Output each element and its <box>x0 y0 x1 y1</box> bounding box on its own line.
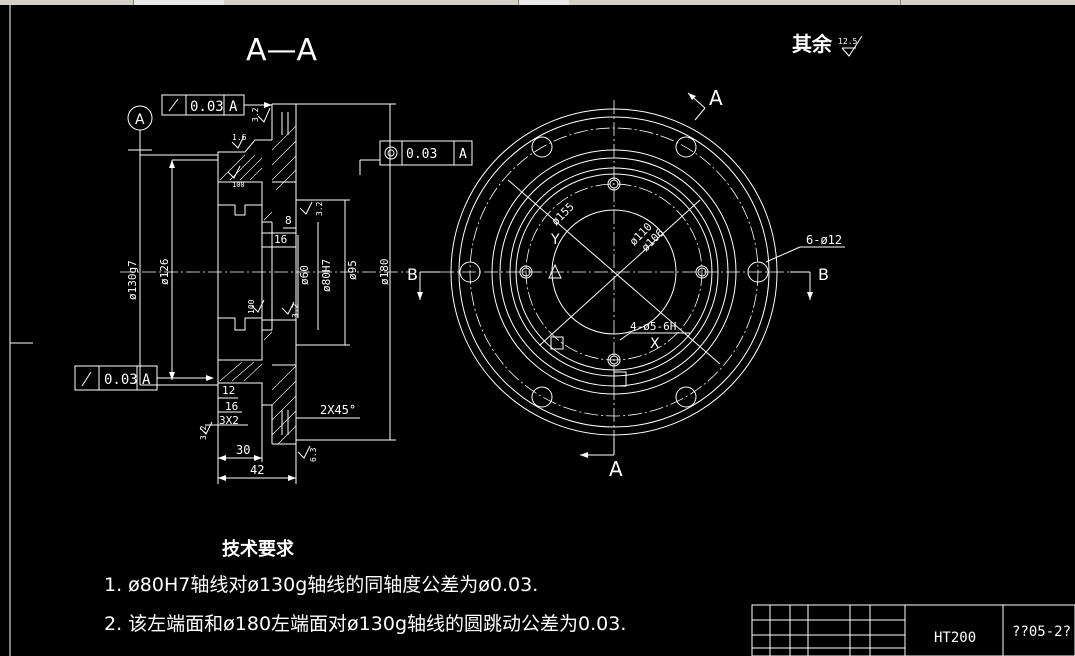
dim-d80: ø80H7 <box>320 259 333 292</box>
other-surfaces-label: 其余 <box>792 32 833 56</box>
fcf-conc-datum: A <box>459 147 467 162</box>
tech-req-title: 技术要求 <box>222 538 295 560</box>
dim-line-110 <box>539 199 701 346</box>
runout-icon-2 <box>81 371 92 387</box>
axis-y-label: Y <box>550 232 560 248</box>
fcf-runout-top: 0.03 A <box>161 94 272 116</box>
dim-chamfer: 2X45° <box>320 403 356 417</box>
roughness-symbols: 3.2 1.6 100 3.2 100 3.2 3.2 6.3 <box>199 107 324 462</box>
rough-63: 6.3 <box>309 447 318 462</box>
cad-drawing-canvas[interactable]: A—A A 0.03 A <box>0 5 1075 656</box>
axis-x-label: X <box>650 336 660 352</box>
cut-label-b-left: B <box>407 265 418 284</box>
part-outline <box>217 103 297 445</box>
dim-6-holes: 6-ø12 <box>806 233 842 247</box>
fcf-concentricity: 0.03 A <box>359 140 473 175</box>
dim-16a: 16 <box>274 233 287 246</box>
dim-3x2: 3X2 <box>219 414 239 427</box>
dim-42: 42 <box>250 463 264 477</box>
fcf-conc-tol: 0.03 <box>406 147 437 162</box>
dim-12: 12 <box>222 384 235 397</box>
fcf-runout-bottom: 0.03 A <box>74 365 214 391</box>
rough-32d: 3.2 <box>199 425 208 440</box>
dim-d95: ø95 <box>346 260 359 280</box>
concentricity-icon <box>384 146 398 160</box>
cut-label-a-top: A <box>709 86 723 110</box>
dim-8: 8 <box>285 214 292 227</box>
rough-32a: 3.2 <box>251 107 260 122</box>
title-block: HT200 ??05-2? <box>751 604 1075 656</box>
section-hatching <box>219 125 297 445</box>
rough-100b: 100 <box>247 299 256 314</box>
toolbar-fragment-2 <box>518 0 569 5</box>
section-view: A—A A 0.03 A <box>74 33 473 484</box>
dim-4-threads: 4-ø5-6H <box>630 320 676 333</box>
leader-holes <box>765 246 801 263</box>
roughness-symbol-icon <box>841 35 863 57</box>
fcf-top-tol: 0.03 <box>190 99 224 115</box>
technical-requirements: 技术要求 1. ø80H7轴线对ø130g轴线的同轴度公差为ø0.03. 2. … <box>104 538 626 635</box>
datum-letter: A <box>135 112 145 128</box>
other-roughness-value: 12.5 <box>838 37 857 46</box>
title-drawing-no: ??05-2? <box>1012 624 1071 640</box>
dim-d180: ø180 <box>378 259 391 286</box>
toolbar-divider <box>900 0 901 5</box>
tech-req-line2: 2. 该左端面和ø180左端面对ø130g轴线的圆跳动公差为0.03. <box>104 613 626 635</box>
fcf-bottom-datum: A <box>142 372 151 388</box>
diameter-dims: ø130g7 ø126 ø60 ø80H7 ø95 ø180 <box>126 103 396 441</box>
bolt-holes <box>459 136 769 408</box>
horizontal-dims: 8 16 12 16 3X2 30 42 2X45° <box>205 214 360 484</box>
square-feature <box>550 336 564 350</box>
rough-32c: 3.2 <box>291 303 300 318</box>
plan-view: A A B B ø155 ø110 ø106 6-ø12 4-ø5-6H X Y <box>407 86 845 481</box>
dim-155: ø155 <box>549 200 577 228</box>
dim-16b: 16 <box>225 400 238 413</box>
fcf-bottom-tol: 0.03 <box>104 372 138 388</box>
title-material: HT200 <box>934 630 976 646</box>
fcf-top-datum: A <box>229 99 238 115</box>
rough-32b: 3.2 <box>315 201 324 216</box>
window-top-strip <box>0 0 1075 5</box>
dim-d126: ø126 <box>158 259 171 286</box>
triangle-marker <box>548 263 562 279</box>
tech-req-line1: 1. ø80H7轴线对ø130g轴线的同轴度公差为ø0.03. <box>104 574 538 596</box>
dim-d130: ø130g7 <box>126 260 139 300</box>
runout-icon <box>168 98 179 112</box>
toolbar-fragment <box>133 0 224 5</box>
other-surfaces-note: 其余 12.5 <box>792 32 863 57</box>
dim-d60: ø60 <box>298 265 311 285</box>
rough-100a: 100 <box>232 181 245 189</box>
dim-30: 30 <box>236 443 250 457</box>
cut-label-a-bottom: A <box>609 457 623 481</box>
cut-label-b-right: B <box>818 265 829 284</box>
section-title: A—A <box>246 33 318 68</box>
slot-feature <box>613 371 627 387</box>
rough-16: 1.6 <box>232 133 247 142</box>
